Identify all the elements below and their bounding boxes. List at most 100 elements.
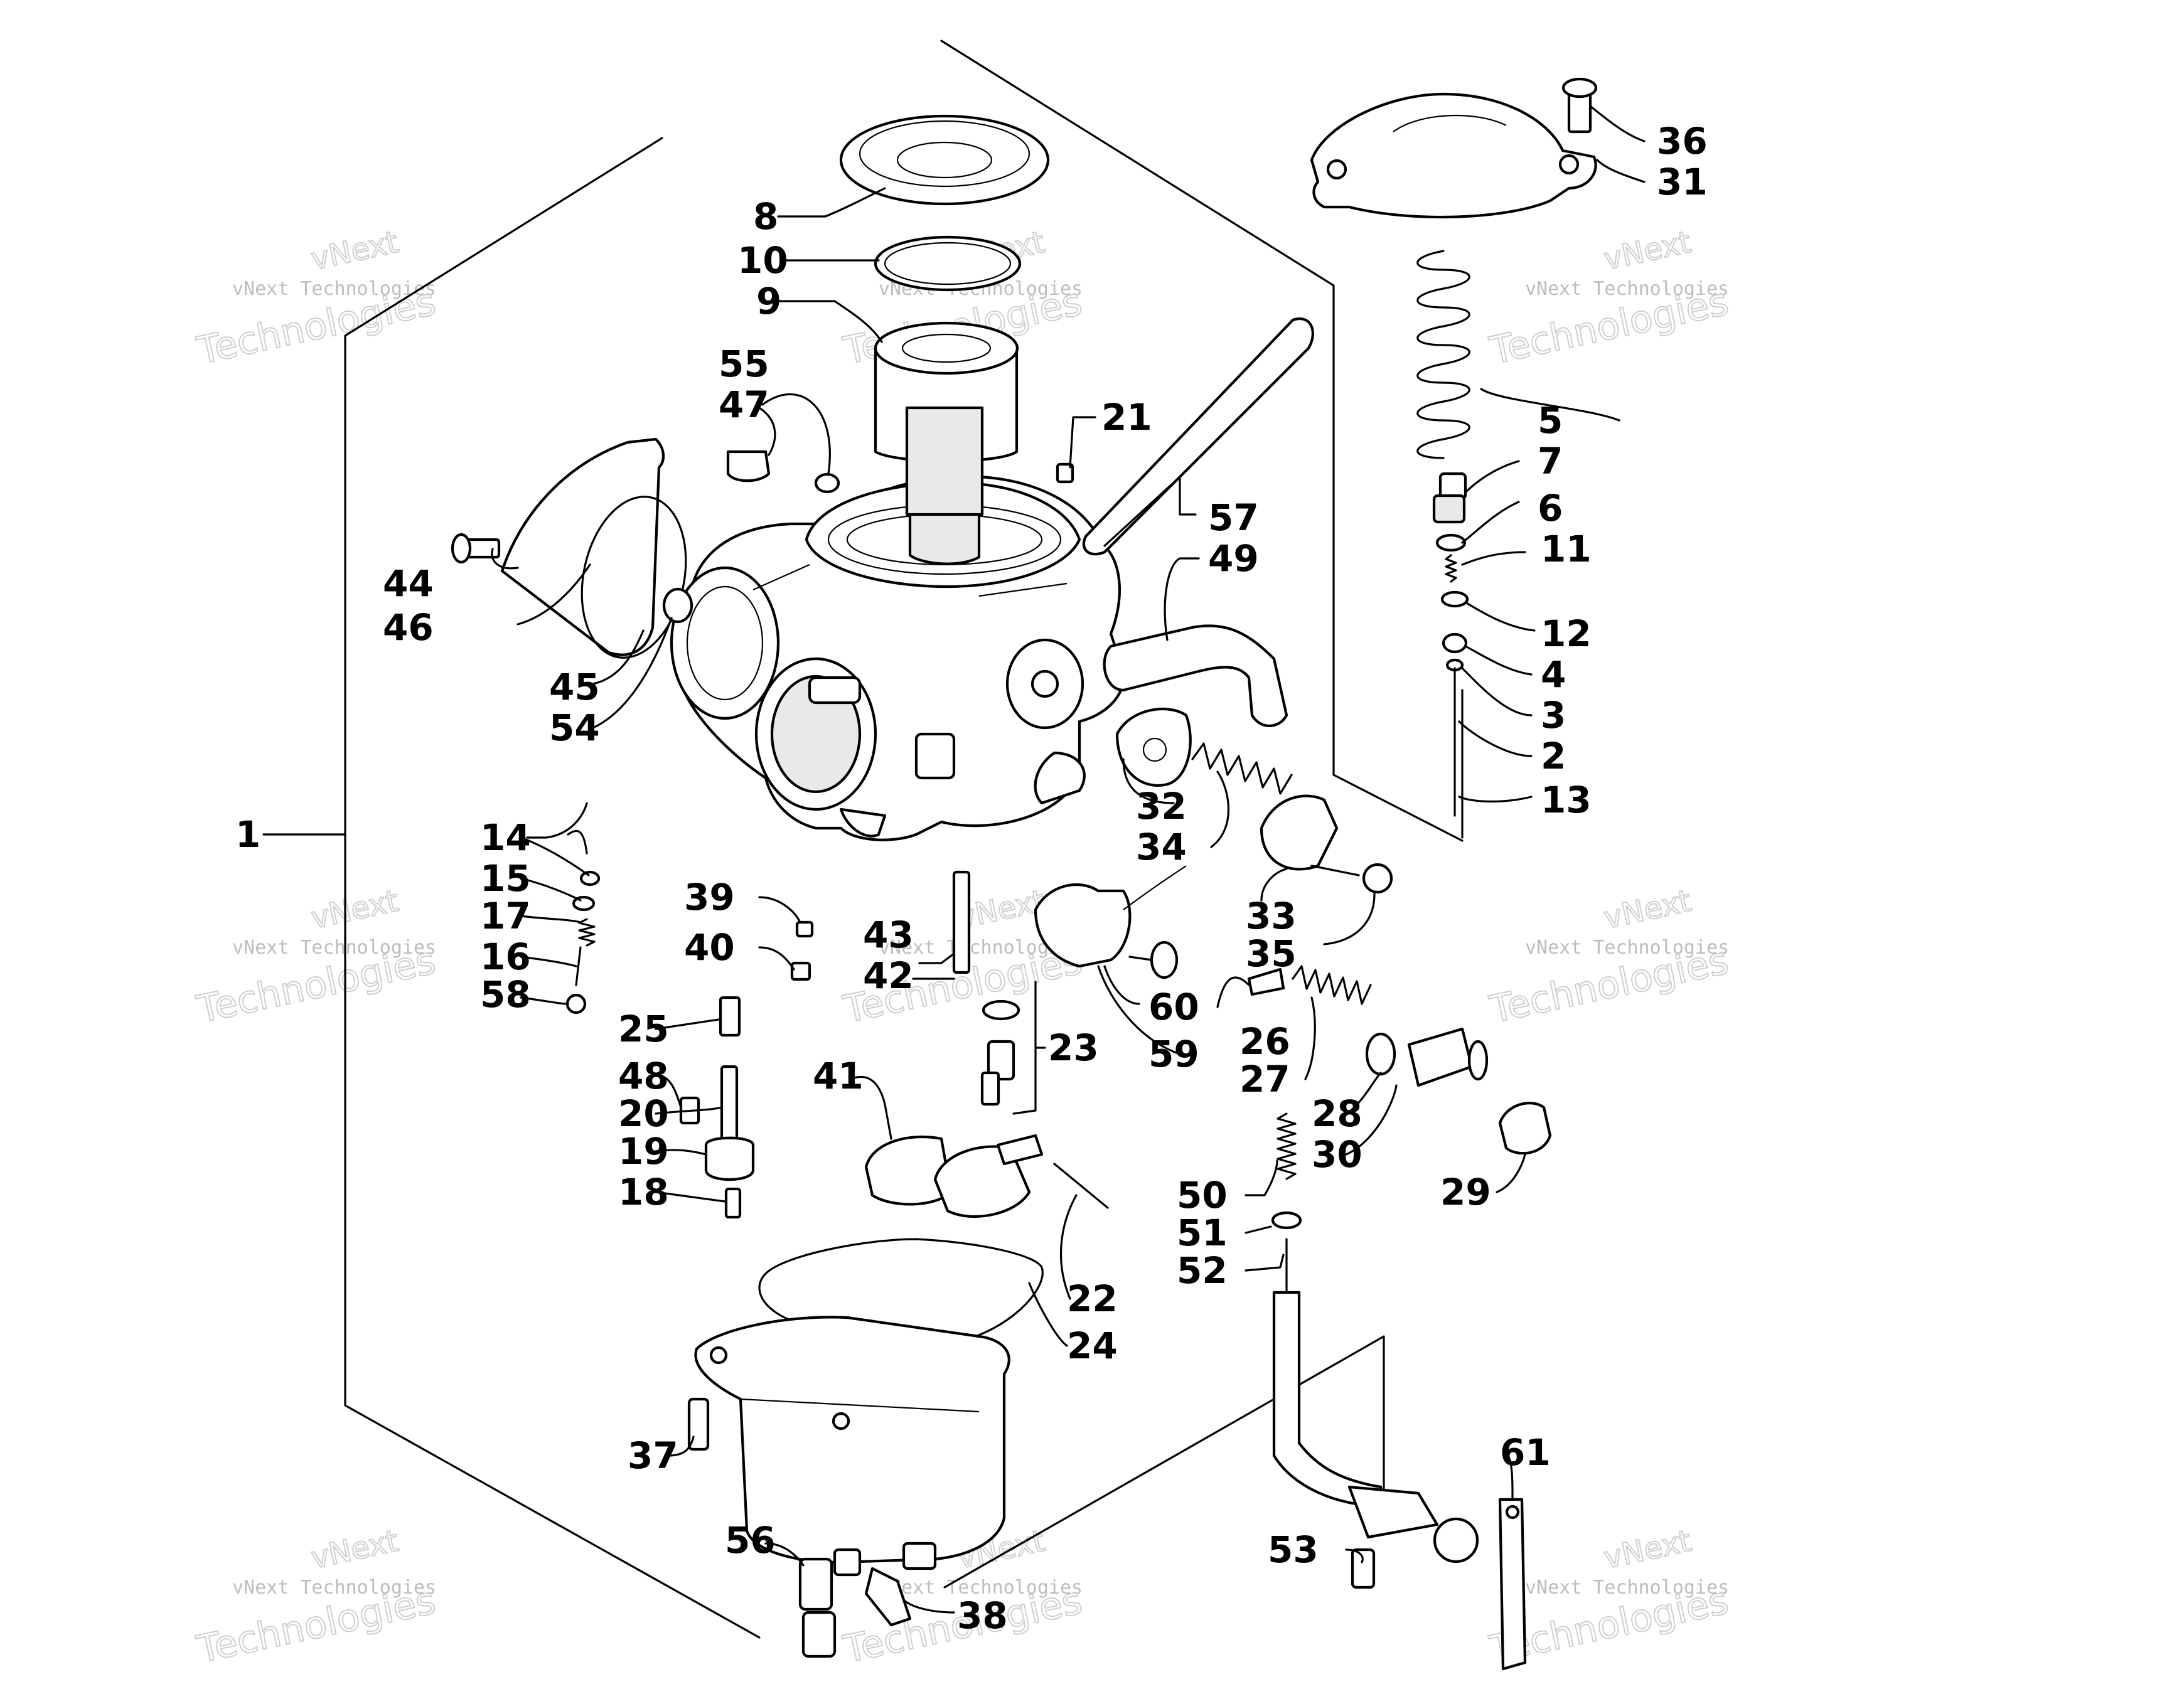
callout-45: 45 (549, 666, 600, 708)
watermark-brand: vNext (1601, 883, 1694, 936)
callout-51: 51 (1177, 1212, 1228, 1254)
callout-18: 18 (618, 1171, 669, 1213)
part-18-25-stack (679, 996, 755, 1219)
part-33-cover (1260, 794, 1339, 871)
callout-5: 5 (1538, 399, 1563, 442)
part-47-nut (726, 450, 771, 482)
part-39-screw (795, 920, 814, 938)
callout-6: 6 (1538, 487, 1563, 530)
callout-10: 10 (737, 239, 788, 282)
callout-21: 21 (1101, 396, 1152, 439)
part-32-gasket (1115, 707, 1192, 787)
part-31-top-cover (1310, 92, 1597, 219)
watermark-brand: vNext (308, 883, 402, 936)
part-56-hose (798, 1557, 833, 1611)
part-35-screw (1310, 863, 1393, 894)
callout-41: 41 (813, 1055, 864, 1097)
part-9-piston (874, 321, 1019, 516)
callout-53: 53 (1268, 1528, 1319, 1571)
callout-35: 35 (1246, 932, 1297, 975)
callout-26: 26 (1239, 1020, 1290, 1063)
callout-47: 47 (719, 383, 769, 426)
part-10-ring (874, 235, 1022, 292)
part-55-oring (814, 472, 840, 494)
part-29-cap (1498, 1102, 1552, 1155)
callout-48: 48 (618, 1055, 669, 1097)
part-5-spring (1416, 250, 1470, 459)
callout-8: 8 (753, 195, 778, 238)
callout-49: 49 (1208, 537, 1259, 580)
float-bowl (694, 1316, 1010, 1577)
callout-27: 27 (1239, 1058, 1290, 1100)
part-60-screw (1128, 940, 1179, 979)
callout-40: 40 (684, 926, 735, 969)
callout-7: 7 (1538, 440, 1563, 482)
part-22-pin (1053, 1163, 1109, 1209)
part-50-spring (1277, 1112, 1297, 1180)
part-46-gasket (500, 437, 665, 656)
leader-lines (491, 105, 1646, 1614)
callout-1: 1 (235, 813, 260, 856)
callout-34: 34 (1136, 826, 1187, 868)
callout-11: 11 (1541, 528, 1592, 570)
callout-38: 38 (957, 1594, 1008, 1637)
part-44-screw (451, 533, 501, 564)
callout-43: 43 (863, 914, 914, 956)
callout-2: 2 (1541, 735, 1566, 777)
callout-31: 31 (1657, 161, 1708, 203)
part-21-screw (1056, 462, 1074, 484)
callout-57: 57 (1208, 496, 1259, 539)
part-54-screw (662, 587, 693, 624)
callout-9: 9 (756, 280, 781, 322)
callout-46: 46 (383, 606, 434, 649)
part-27-spring (1292, 965, 1372, 1005)
assembly-boundary (262, 40, 1464, 1639)
part-8-diaphragm (839, 114, 1050, 206)
part-61-tag (1498, 1498, 1527, 1671)
callout-13: 13 (1541, 779, 1592, 821)
callout-36: 36 (1657, 120, 1708, 162)
callout-12: 12 (1541, 612, 1592, 655)
part-41-float (864, 1134, 1044, 1218)
part-57-tube (1082, 317, 1314, 556)
callout-32: 32 (1136, 785, 1187, 828)
callout-61: 61 (1500, 1431, 1551, 1474)
watermark-brand: vNext (308, 1523, 402, 1576)
callout-15: 15 (480, 857, 531, 900)
callout-30: 30 (1312, 1133, 1362, 1176)
callout-23: 23 (1048, 1026, 1099, 1069)
watermark-6: vNext vNext Technologies Technologies (1485, 883, 1733, 1033)
callout-29: 29 (1440, 1171, 1491, 1213)
callout-42: 42 (863, 954, 914, 997)
callout-14: 14 (480, 816, 531, 859)
watermark-company: vNext Technologies (879, 1577, 1083, 1599)
callout-20: 20 (618, 1092, 669, 1135)
part-24-gasket (758, 1238, 1044, 1346)
part-34-spring (1191, 742, 1293, 795)
callout-56: 56 (725, 1519, 776, 1562)
part-4-washer (1442, 632, 1468, 654)
callout-60: 60 (1148, 986, 1199, 1028)
watermark-company: vNext Technologies (1525, 278, 1729, 300)
watermark-company: vNext Technologies (1525, 937, 1729, 959)
watermark-company: vNext Technologies (232, 1577, 436, 1599)
part-59-sensor (1034, 883, 1132, 968)
part-49-hose (1103, 624, 1288, 727)
part-26-needle (1247, 967, 1285, 996)
callout-58: 58 (480, 973, 531, 1016)
part-28-oring (1365, 1032, 1396, 1076)
part-14-58-stack (565, 870, 601, 1015)
part-36-screw (1561, 77, 1598, 134)
callout-25: 25 (618, 1008, 669, 1050)
watermark-7: vNext vNext Technologies Technologies (193, 1523, 441, 1673)
part-11-spring (1445, 554, 1457, 583)
callout-28: 28 (1312, 1092, 1362, 1135)
callout-19: 19 (618, 1130, 669, 1173)
callout-4: 4 (1541, 653, 1566, 696)
callout-52: 52 (1177, 1249, 1228, 1292)
callouts: 1 2 3 4 5 6 7 8 9 10 11 12 13 14 15 16 1… (235, 120, 1708, 1637)
callout-59: 59 (1148, 1033, 1199, 1075)
parts (451, 77, 1598, 1671)
part-12-clip (1440, 590, 1469, 608)
